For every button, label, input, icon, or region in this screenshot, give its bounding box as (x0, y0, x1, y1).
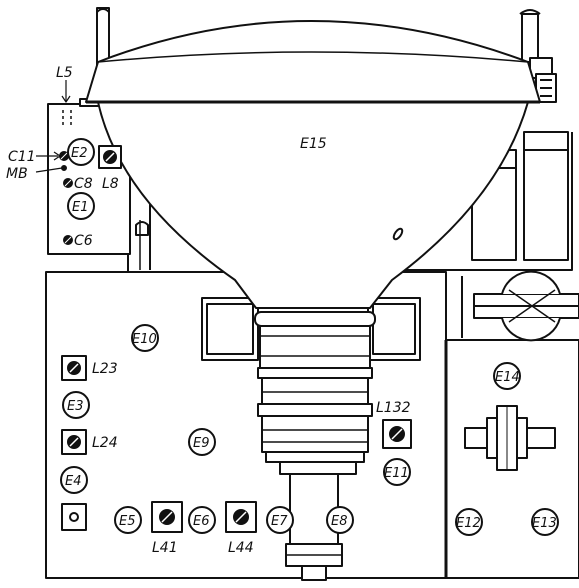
shaft-coupling (464, 405, 556, 471)
circle-e11 (383, 458, 411, 486)
label-e5: E5 (119, 514, 136, 529)
circle-e9 (188, 428, 216, 456)
round-fixture (461, 270, 579, 342)
label-l132: L132 (376, 400, 411, 416)
label-e11: E11 (384, 466, 409, 481)
label-e9: E9 (193, 436, 210, 451)
label-e1: E1 (72, 200, 89, 215)
mb-point (61, 165, 67, 171)
circle-e7 (266, 506, 294, 534)
label-e13: E13 (532, 516, 557, 531)
knob-empty[interactable] (61, 503, 87, 531)
knob-l44[interactable] (225, 501, 257, 533)
label-l41: L41 (152, 540, 178, 556)
knob-l41[interactable] (151, 501, 183, 533)
circle-e3 (62, 391, 90, 419)
screw-c11 (59, 151, 69, 161)
label-e7: E7 (271, 514, 288, 529)
knob-l24[interactable] (61, 429, 87, 455)
label-mb: MB (6, 166, 28, 182)
label-c8: C8 (74, 176, 93, 192)
funnel (85, 20, 541, 581)
label-l8: L8 (102, 176, 119, 192)
circle-e5 (114, 506, 142, 534)
label-l24: L24 (92, 435, 118, 451)
circle-e4 (60, 466, 88, 494)
knob-l8[interactable] (98, 145, 122, 169)
label-e3: E3 (67, 399, 84, 414)
label-e10: E10 (132, 332, 157, 347)
screw-c8 (63, 178, 73, 188)
label-e12: E12 (456, 516, 481, 531)
circle-e13 (531, 508, 559, 536)
knob-l23[interactable] (61, 355, 87, 381)
circle-e1 (67, 192, 95, 220)
label-l23: L23 (92, 361, 118, 377)
label-l44: L44 (228, 540, 254, 556)
label-c11: C11 (8, 149, 36, 165)
circle-e8 (326, 506, 354, 534)
label-c6: C6 (74, 233, 93, 249)
screw-c6 (63, 235, 73, 245)
circle-e12 (455, 508, 483, 536)
label-e4: E4 (65, 474, 82, 489)
label-e6: E6 (193, 514, 210, 529)
label-e14: E14 (495, 370, 520, 385)
circle-e6 (188, 506, 216, 534)
circle-e14 (493, 362, 521, 390)
knob-l132[interactable] (382, 419, 412, 449)
right-rod (519, 9, 557, 103)
circle-e10 (131, 324, 159, 352)
leader-lines (35, 80, 71, 173)
circle-e2 (67, 138, 95, 166)
label-e15: E15 (300, 136, 327, 152)
label-l5: L5 (56, 65, 73, 81)
label-e2: E2 (71, 146, 88, 161)
label-e8: E8 (331, 514, 348, 529)
